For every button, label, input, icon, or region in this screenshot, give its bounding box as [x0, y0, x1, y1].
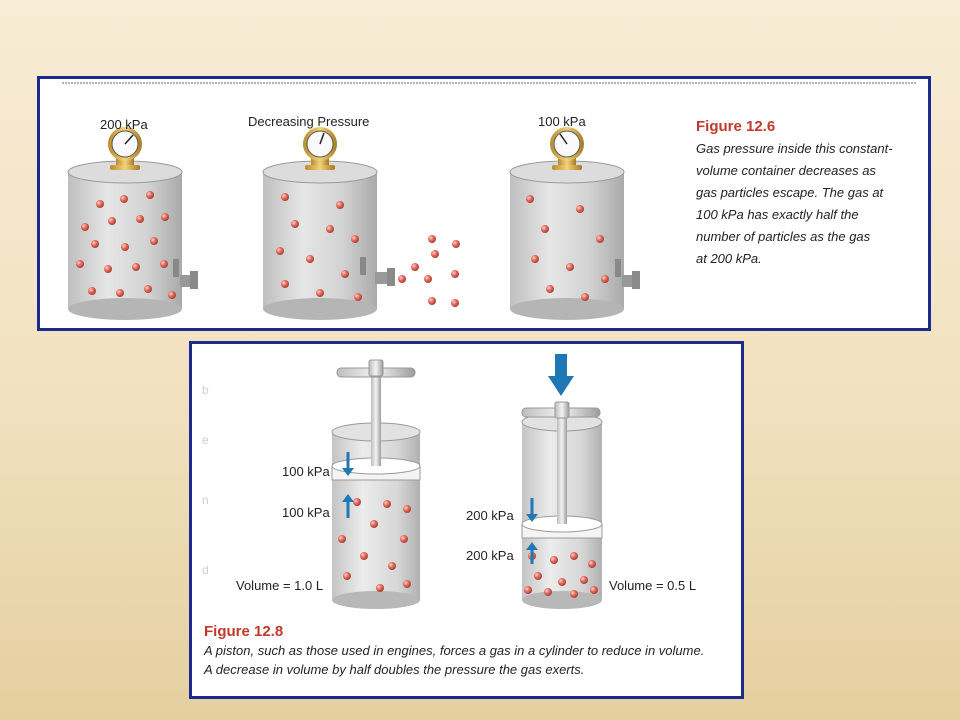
figure-12-6-caption-line-4: 100 kPa has exactly half the: [696, 207, 859, 222]
arrow-down-icon: [342, 452, 354, 476]
left-top-pressure-label: 100 kPa: [282, 464, 330, 479]
figure-12-8-caption-line-1: A piston, such as those used in engines,…: [203, 643, 704, 658]
pressure-gauge-icon: [303, 127, 337, 170]
escaping-particles: [398, 235, 460, 307]
right-volume-label: Volume = 0.5 L: [609, 578, 696, 593]
left-bottom-pressure-label: 100 kPa: [282, 505, 330, 520]
figure-12-6-title: Figure 12.6: [696, 118, 775, 135]
arrow-up-icon: [526, 542, 538, 564]
pressure-gauge-icon: [108, 127, 142, 170]
figure-12-6-caption-line-6: at 200 kPa.: [696, 251, 762, 266]
figure-12-8-panel: b e n d: [189, 341, 744, 699]
figure-12-6-panel: 200 kPa Decreasing Pressure 100 kPa Figu…: [37, 76, 931, 331]
figure-12-6-caption-line-2: volume container decreases as: [696, 163, 876, 178]
tank-200-kpa: [67, 127, 198, 320]
figure-12-6-caption-line-3: gas particles escape. The gas at: [696, 185, 885, 200]
tank-decreasing-pressure: [262, 127, 460, 320]
piston-icon: [331, 359, 421, 481]
figure-12-6-caption-line-5: number of particles as the gas: [696, 229, 871, 244]
piston-icon: [521, 401, 603, 539]
figure-12-6-caption-line-1: Gas pressure inside this constant-: [696, 141, 893, 156]
svg-text:d: d: [202, 563, 209, 577]
figure-12-8-title: Figure 12.8: [204, 623, 283, 640]
cylinder-half-liter: [521, 354, 603, 609]
arrow-down-icon: [526, 498, 538, 522]
label-100-kpa: 100 kPa: [538, 114, 586, 129]
push-arrow-icon: [548, 354, 574, 396]
left-volume-label: Volume = 1.0 L: [236, 578, 323, 593]
figure-12-6-illustration: 200 kPa Decreasing Pressure 100 kPa Figu…: [62, 82, 916, 320]
cylinder-1-liter: [331, 359, 421, 609]
pressure-gauge-icon: [550, 127, 584, 170]
svg-text:n: n: [202, 493, 209, 507]
figure-12-8-illustration: b e n d: [202, 354, 704, 677]
label-200-kpa: 200 kPa: [100, 117, 148, 132]
svg-text:b: b: [202, 383, 209, 397]
valve-icon: [360, 257, 395, 286]
valve-icon: [173, 259, 198, 289]
label-decreasing-pressure: Decreasing Pressure: [248, 114, 369, 129]
right-bottom-pressure-label: 200 kPa: [466, 548, 514, 563]
arrow-up-icon: [342, 494, 354, 518]
right-top-pressure-label: 200 kPa: [466, 508, 514, 523]
tank-100-kpa: [509, 127, 640, 320]
figure-12-8-caption-line-2: A decrease in volume by half doubles the…: [203, 662, 584, 677]
valve-icon: [615, 259, 640, 289]
svg-text:e: e: [202, 433, 209, 447]
